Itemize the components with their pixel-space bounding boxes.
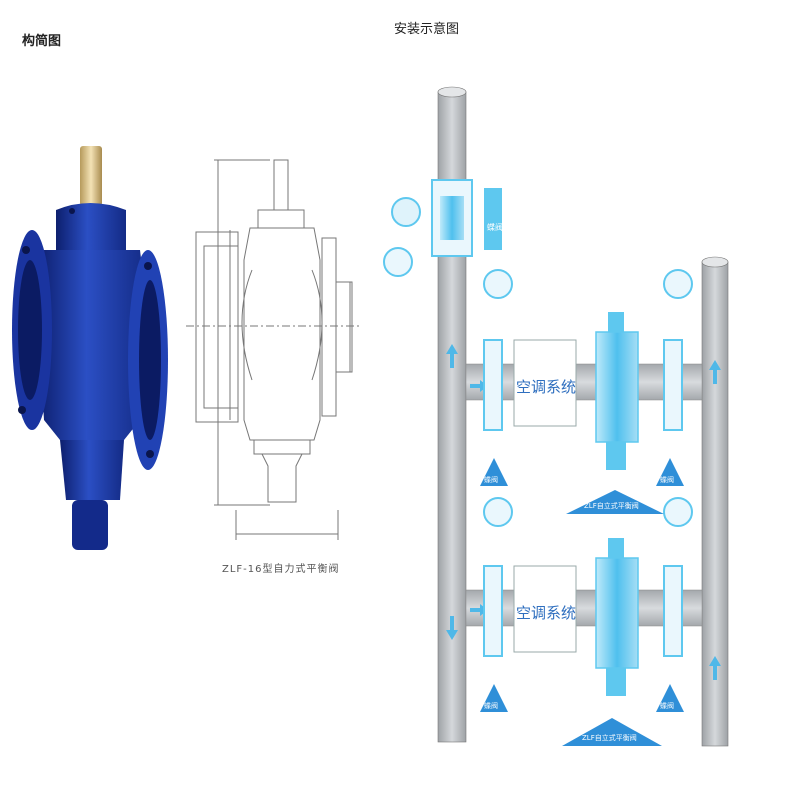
system-label-2: 空调系统 (516, 604, 576, 622)
butterfly-label-4: 蝶阀 (660, 701, 674, 710)
system-label-1: 空调系统 (516, 378, 576, 396)
valve-photo (12, 146, 168, 550)
installation-title: 安装示意图 (394, 22, 460, 37)
top-valve-label: 蝶阀 (487, 222, 503, 232)
drawing-caption: ZLF-16型自力式平衡阀 (222, 564, 340, 575)
structure-title: 构简图 (22, 34, 62, 49)
butterfly-label-1: 蝶阀 (484, 475, 498, 484)
technical-drawing (186, 159, 360, 540)
installation-schematic: 蝶阀 空调系统 空调系统 蝶阀 (383, 86, 729, 747)
butterfly-label-2: 蝶阀 (660, 475, 674, 484)
butterfly-label-3: 蝶阀 (484, 701, 498, 710)
valve-label-1: ZLF自立式平衡阀 (584, 501, 639, 510)
valve-label-2: ZLF自立式平衡阀 (582, 733, 637, 742)
